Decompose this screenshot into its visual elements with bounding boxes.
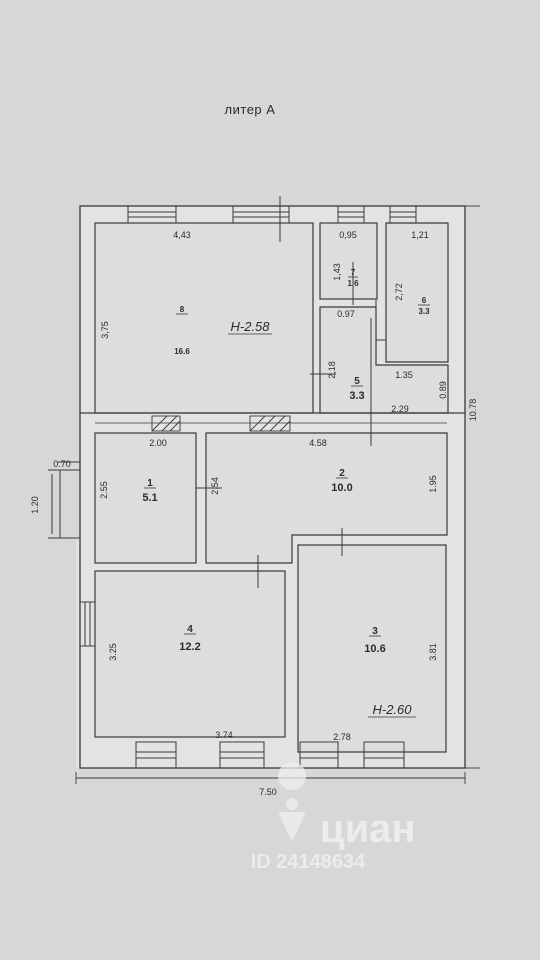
dim-095: 0,95 bbox=[339, 230, 357, 240]
watermark-id: ID 24148634 bbox=[251, 851, 366, 873]
room-2-number: 2 bbox=[339, 468, 345, 479]
room-4-area: 12.2 bbox=[179, 641, 200, 653]
dim-272: 2,72 bbox=[394, 283, 404, 301]
dimension-labels: 4,43 0,95 1,21 3,75 1,43 2,72 0.97 2,18 … bbox=[30, 230, 478, 797]
dim-070: 0.70 bbox=[53, 459, 71, 469]
room-5-area: 3.3 bbox=[349, 390, 364, 402]
dim-374: 3.74 bbox=[215, 730, 233, 740]
dim-458: 4.58 bbox=[309, 438, 327, 448]
room-3-number: 3 bbox=[372, 626, 378, 637]
windows-bottom bbox=[135, 741, 405, 769]
entry-porch bbox=[48, 461, 81, 539]
dim-278: 2.78 bbox=[333, 732, 351, 742]
dim-218: 2,18 bbox=[327, 361, 337, 379]
room-7-number: 7 bbox=[351, 268, 356, 277]
room-6 bbox=[375, 222, 449, 363]
dim-229: 2.29 bbox=[391, 404, 409, 414]
room-6-area: 3.3 bbox=[418, 307, 430, 316]
room-5-number: 5 bbox=[354, 376, 360, 387]
watermark: циан ID 24148634 bbox=[251, 762, 416, 873]
room-4 bbox=[94, 570, 286, 738]
room-7-area: 1.6 bbox=[347, 279, 359, 288]
room-2 bbox=[205, 432, 448, 564]
dim-375: 3,75 bbox=[100, 321, 110, 339]
height-upper: Н-2.58 bbox=[230, 319, 270, 334]
room-1-area: 5.1 bbox=[142, 492, 157, 504]
room-1-number: 1 bbox=[147, 478, 153, 489]
window-left bbox=[79, 601, 96, 647]
dim-135: 1.35 bbox=[395, 370, 413, 380]
dim-089: 0.89 bbox=[438, 381, 448, 399]
room-7 bbox=[319, 222, 378, 300]
plan-title: литер А bbox=[225, 102, 276, 117]
dim-750: 7.50 bbox=[259, 787, 277, 797]
dim-443: 4,43 bbox=[173, 230, 191, 240]
room-8 bbox=[94, 222, 314, 414]
dim-381: 3.81 bbox=[428, 643, 438, 661]
dimension-lines bbox=[75, 205, 480, 784]
dim-200: 2.00 bbox=[149, 438, 167, 448]
door-markers bbox=[196, 196, 372, 588]
dim-195: 1.95 bbox=[428, 475, 438, 493]
room-2-area: 10.0 bbox=[331, 482, 352, 494]
room-6-number: 6 bbox=[422, 296, 427, 305]
dim-097: 0.97 bbox=[337, 309, 355, 319]
height-lower: Н-2.60 bbox=[372, 702, 412, 717]
dim-120: 1.20 bbox=[30, 496, 40, 514]
windows-top bbox=[127, 205, 417, 224]
vents bbox=[151, 415, 291, 432]
room-1 bbox=[94, 432, 197, 564]
room-labels: 8 16.6 7 1.6 6 3.3 5 3.3 1 5.1 2 10.0 4 … bbox=[142, 268, 430, 655]
dim-255: 2.55 bbox=[99, 481, 109, 499]
watermark-brand: циан bbox=[320, 807, 416, 851]
room-4-number: 4 bbox=[187, 624, 193, 635]
cian-logo-icon bbox=[278, 762, 307, 842]
room-8-area: 16.6 bbox=[174, 347, 190, 356]
dim-121: 1,21 bbox=[411, 230, 429, 240]
dim-325: 3.25 bbox=[108, 643, 118, 661]
dim-254: 2.54 bbox=[210, 477, 220, 495]
dim-1078: 10.78 bbox=[468, 399, 478, 422]
dim-143: 1,43 bbox=[332, 263, 342, 281]
room-3 bbox=[297, 544, 447, 753]
room-8-number: 8 bbox=[180, 305, 185, 314]
room-3-area: 10.6 bbox=[364, 643, 385, 655]
